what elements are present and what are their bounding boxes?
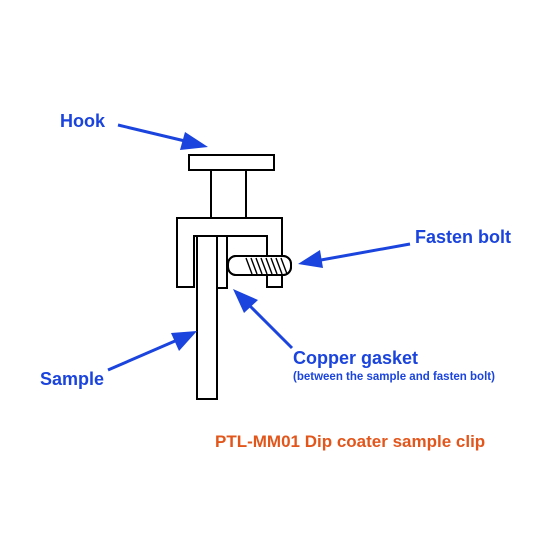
- hook-label: Hook: [60, 111, 106, 131]
- diagram-caption: PTL-MM01 Dip coater sample clip: [215, 432, 485, 451]
- copper-gasket: [216, 235, 228, 289]
- hook-plate: [188, 154, 275, 171]
- copper-gasket-arrow: [233, 289, 294, 350]
- hook-arrow: [117, 123, 208, 150]
- sample-label: Sample: [40, 369, 104, 389]
- fasten-bolt: [227, 255, 292, 276]
- copper-gasket-note: (between the sample and fasten bolt): [293, 371, 495, 383]
- hook-stem: [210, 169, 247, 219]
- sample-arrow: [107, 331, 197, 372]
- clamp-body: [176, 217, 283, 288]
- copper-gasket-label: Copper gasket: [293, 348, 418, 368]
- fasten-bolt-label: Fasten bolt: [415, 227, 511, 247]
- clip-drawing: [176, 154, 292, 400]
- sample-strip: [196, 235, 218, 400]
- fasten-bolt-arrow: [298, 242, 411, 268]
